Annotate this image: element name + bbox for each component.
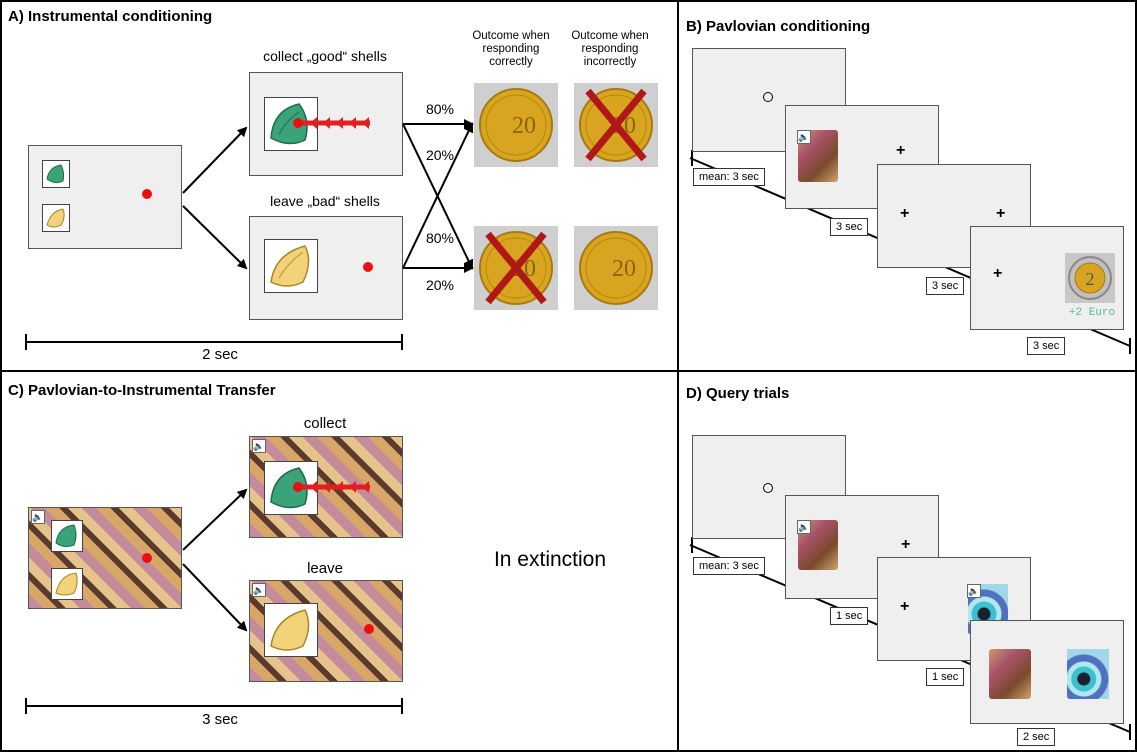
green-shell-thumb	[51, 520, 83, 552]
duration-label: 3 sec	[202, 711, 238, 728]
speaker-icon: 🔈	[797, 520, 811, 534]
reward-text: +2 Euro	[1068, 307, 1116, 319]
speaker-icon: 🔈	[967, 584, 981, 598]
two-euro-coin-icon: 2	[1068, 256, 1112, 300]
yellow-shell-thumb	[51, 568, 83, 600]
time-label: 1 sec	[926, 668, 965, 686]
cent-coin-icon: 20	[579, 231, 653, 305]
panel-c-title: C) Pavlovian-to-Instrumental Transfer	[8, 382, 276, 399]
time-label: 3 sec	[1027, 337, 1066, 355]
fixation-cross-icon: +	[900, 205, 910, 222]
pit-start-screen: 🔈	[28, 507, 182, 609]
time-label: 2 sec	[1017, 728, 1056, 746]
cent-coin-icon: 20	[479, 88, 553, 162]
leave-screen	[249, 216, 403, 320]
extinction-label: In extinction	[493, 548, 607, 571]
time-label: 3 sec	[830, 218, 869, 236]
svg-text:2: 2	[1086, 269, 1095, 289]
cs-image-left	[989, 649, 1031, 699]
duration-label: 2 sec	[202, 346, 238, 363]
green-shell-thumb	[42, 160, 70, 188]
yellow-shell-image	[264, 603, 318, 657]
time-label: 3 sec	[926, 277, 965, 295]
panel-d-title: D) Query trials	[686, 385, 790, 402]
pct-label: 80%	[425, 230, 455, 246]
speaker-icon: 🔈	[252, 439, 266, 453]
collect-label: collect	[303, 415, 347, 432]
yellow-shell-image	[264, 239, 318, 293]
panel-b-title: B) Pavlovian conditioning	[686, 18, 871, 35]
fixation-dot	[142, 553, 152, 563]
outcome-incorrect-header: Outcome when responding incorrectly	[571, 30, 649, 68]
yellow-shell-thumb	[42, 204, 70, 232]
circle-icon	[763, 483, 773, 493]
fixation-cross-icon: +	[996, 205, 1006, 222]
time-label: mean: 3 sec	[693, 168, 765, 186]
leave-bad-label: leave „bad“ shells	[270, 193, 380, 209]
cent-coin-crossed-icon: 20	[579, 88, 653, 162]
collect-good-label: collect „good“ shells	[263, 48, 387, 64]
pit-collect-screen: 🔈	[249, 436, 403, 538]
collect-screen	[249, 72, 403, 176]
cs-image-right	[1067, 649, 1109, 699]
fixation-cross-icon: +	[900, 598, 910, 615]
leave-label: leave	[307, 560, 343, 577]
speaker-icon: 🔈	[31, 510, 45, 524]
euro-coin-tile: 2	[1065, 253, 1115, 303]
speaker-icon: 🔈	[252, 583, 266, 597]
drag-arrow-icon	[293, 481, 370, 493]
fixation-dot	[363, 262, 373, 272]
pct-label: 80%	[425, 101, 455, 117]
time-label: mean: 3 sec	[693, 557, 765, 575]
time-label: 1 sec	[830, 607, 869, 625]
start-screen	[28, 145, 182, 249]
b-screen-4: + 2 +2 Euro	[970, 226, 1124, 330]
speaker-icon: 🔈	[797, 130, 811, 144]
svg-text:20: 20	[512, 113, 536, 139]
coin-tile: 20	[474, 226, 558, 310]
svg-text:20: 20	[612, 256, 636, 282]
fixation-cross-icon: +	[896, 142, 906, 159]
coin-tile: 20	[474, 83, 558, 167]
d-screen-4	[970, 620, 1124, 724]
pct-label: 20%	[425, 277, 455, 293]
b-screen-2: 🔈 +	[785, 105, 939, 209]
coin-tile: 20	[574, 226, 658, 310]
fixation-cross-icon: +	[901, 536, 911, 553]
fixation-dot	[142, 189, 152, 199]
circle-icon	[763, 92, 773, 102]
drag-arrow-icon	[293, 117, 370, 129]
outcome-correct-header: Outcome when responding correctly	[472, 30, 550, 68]
fixation-cross-icon: +	[993, 265, 1003, 282]
cent-coin-crossed-icon: 20	[479, 231, 553, 305]
coin-tile: 20	[574, 83, 658, 167]
pit-leave-screen: 🔈	[249, 580, 403, 682]
fixation-dot	[364, 624, 374, 634]
pct-label: 20%	[425, 147, 455, 163]
panel-a-title: A) Instrumental conditioning	[8, 8, 213, 25]
